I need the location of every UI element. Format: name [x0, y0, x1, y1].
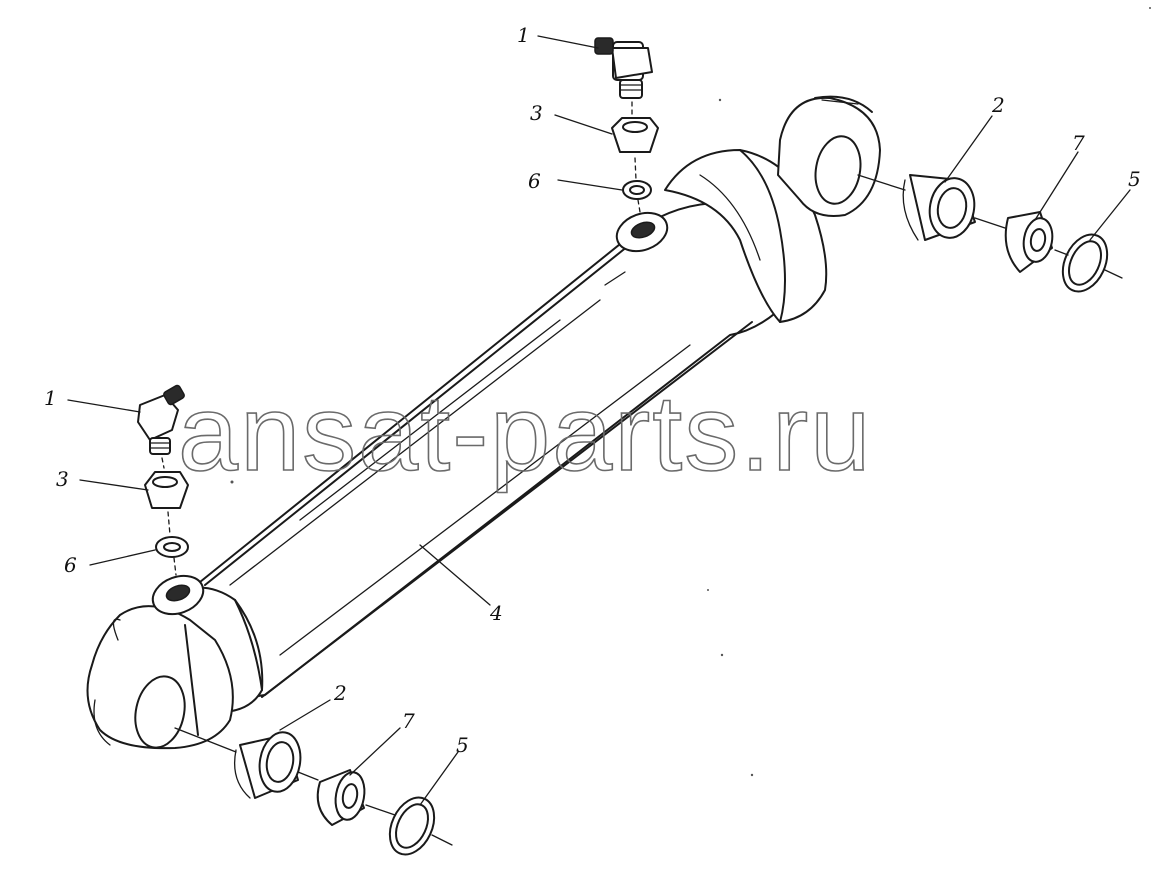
left-elbow-fitting [137, 384, 185, 455]
scan-specks [230, 7, 1151, 777]
rear-mounting-eye [777, 95, 881, 217]
bottom-port-boss [151, 574, 205, 616]
callout-1-top: 1 [517, 23, 530, 47]
callout-5-right: 5 [1128, 167, 1141, 191]
top-nut [611, 117, 659, 153]
left-nut [144, 471, 189, 509]
cylinder-barrel [199, 202, 791, 698]
right-bushing [902, 174, 976, 241]
left-stack-axis [161, 457, 177, 576]
top-port-boss [615, 211, 669, 253]
right-retaining-ring [1061, 233, 1109, 293]
top-elbow-fitting [594, 37, 653, 99]
front-mounting-eye [86, 605, 234, 750]
leader-lines [67, 35, 1131, 806]
callout-4-body: 4 [489, 601, 503, 625]
bottom-parts-axis [174, 727, 453, 846]
cylinder-rear-cap [664, 149, 828, 323]
bottom-spherical-bearing [316, 769, 366, 826]
callout-6-left: 6 [64, 553, 77, 577]
watermark-text: ansat-parts.ru [178, 372, 872, 493]
callout-2-right: 2 [991, 93, 1005, 117]
callout-5-bottom: 5 [456, 733, 469, 757]
left-washer [155, 536, 189, 558]
bottom-retaining-ring [388, 796, 436, 856]
callout-7-bottom: 7 [402, 709, 415, 733]
right-spherical-bearing [1004, 211, 1054, 273]
top-washer [622, 180, 652, 200]
right-parts-axis [857, 174, 1123, 279]
bottom-bushing [233, 731, 302, 799]
callout-7-right: 7 [1072, 131, 1085, 155]
callout-2-bottom: 2 [333, 681, 347, 705]
top-stack-axis [631, 101, 641, 213]
callout-3-left: 3 [56, 467, 69, 491]
callout-1-left: 1 [44, 386, 57, 410]
callout-6-top: 6 [528, 169, 541, 193]
callout-3-top: 3 [530, 101, 543, 125]
